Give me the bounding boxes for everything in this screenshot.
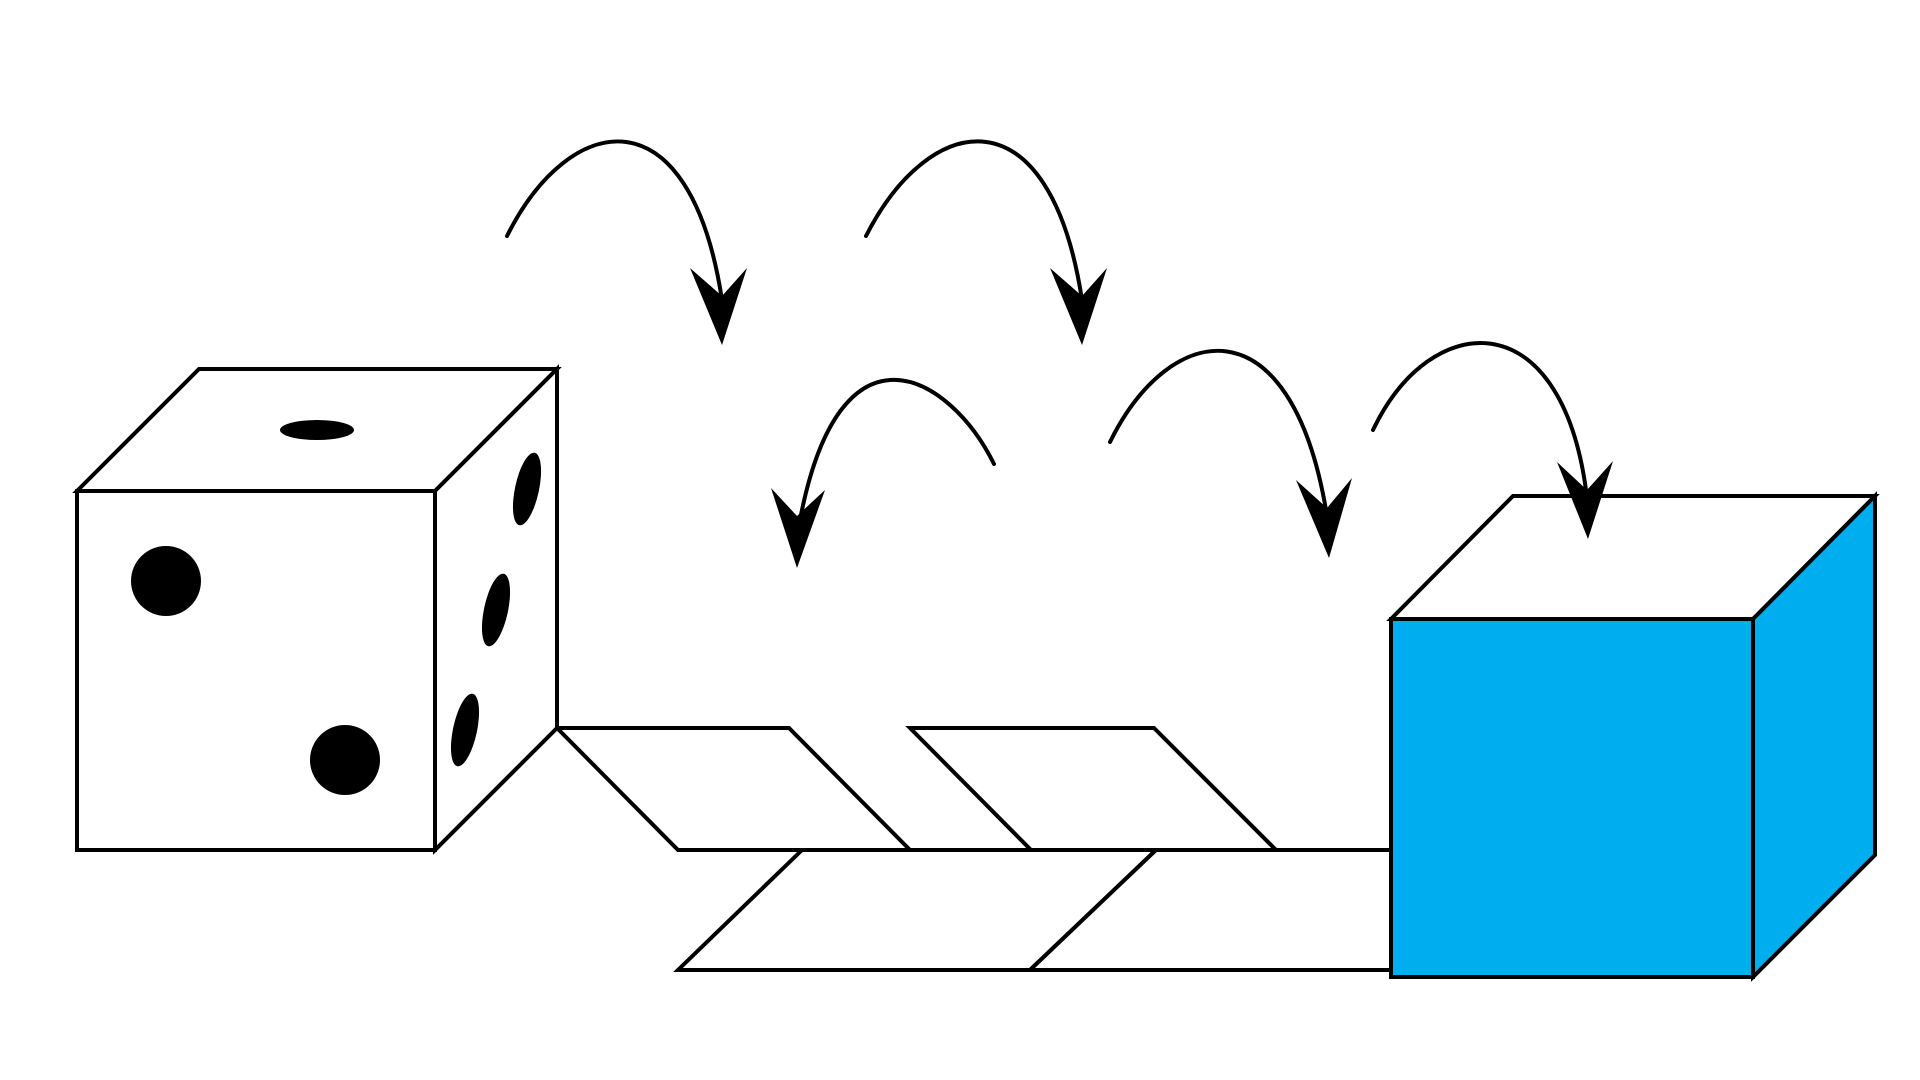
roll-arrows — [505, 139, 1613, 568]
die-front-pip-1 — [131, 546, 201, 616]
roll-arrow-2 — [864, 139, 1107, 345]
die-top-pip — [280, 420, 354, 440]
die-right-pip-2 — [481, 573, 511, 647]
roll-arrow-5 — [1371, 341, 1613, 539]
die-front-face — [75, 489, 437, 852]
grid-tile-back-right — [905, 726, 1281, 852]
target-cube — [1386, 491, 1880, 982]
die-right-pip-3 — [450, 693, 480, 767]
die — [72, 364, 562, 855]
grid-tile-back-left — [552, 726, 915, 852]
target-cube-front-face — [1389, 617, 1755, 979]
die-front-pip-2 — [310, 725, 380, 795]
path-grid — [552, 726, 1397, 972]
roll-arrow-4 — [1108, 348, 1352, 558]
roll-arrow-1 — [505, 139, 747, 345]
die-right-pip-1 — [512, 452, 542, 526]
roll-arrow-3 — [771, 377, 996, 568]
